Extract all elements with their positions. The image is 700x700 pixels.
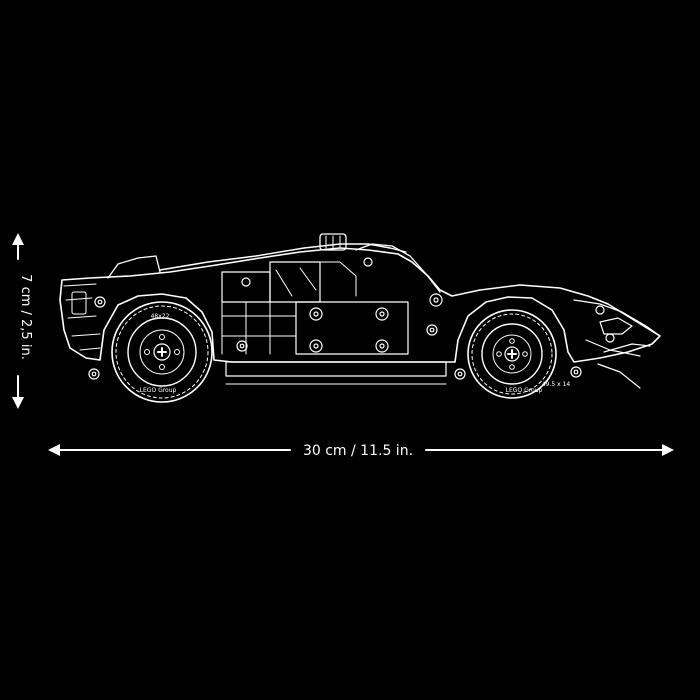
fuel-cap (319, 233, 347, 251)
height-arrow-down-head (12, 397, 24, 409)
front-nose (573, 299, 661, 389)
front-wheel: LEGO Group 49.5 x 14 (467, 309, 571, 399)
width-label: 30 cm / 11.5 in. (303, 443, 413, 459)
rear-tire-size: 48x22 (151, 313, 170, 320)
rear-lug-nuts (144, 334, 180, 370)
windshield (355, 243, 441, 293)
front-rim (481, 323, 543, 385)
height-dimension: 7 cm / 2,5 in. (12, 233, 33, 409)
width-arrow-left-head (48, 444, 60, 456)
height-arrow-up-head (12, 233, 24, 245)
front-rim-inner (492, 334, 532, 374)
front-tire-size: 49.5 x 14 (542, 381, 571, 388)
front-tire-brand: LEGO Group (506, 387, 543, 394)
front-hub-cross (507, 349, 517, 359)
rear-tire-tread (115, 305, 209, 399)
height-label: 7 cm / 2,5 in. (18, 274, 33, 360)
rear-panel-lines (63, 283, 101, 351)
width-dimension: 30 cm / 11.5 in. (48, 443, 674, 459)
car-body-outline (59, 247, 661, 363)
front-hub (504, 346, 520, 362)
front-tire-tread (471, 313, 553, 395)
rear-rim (127, 317, 197, 387)
rear-tire-outer (111, 301, 213, 403)
side-sill (225, 361, 447, 377)
front-lug-nuts (496, 338, 528, 370)
rear-wheel: 48x22 LEGO Group (111, 301, 213, 403)
body-pins (88, 257, 615, 380)
car-drawing: 48x22 LEGO Group LEGO Group 49.5 x 14 (59, 233, 661, 403)
cockpit-panel (295, 301, 409, 355)
frame-beams (221, 261, 357, 355)
roof-line (159, 243, 407, 271)
front-headlight (599, 317, 633, 335)
engine-block-2 (269, 261, 321, 303)
width-arrow-right-head (662, 444, 674, 456)
rear-light (71, 291, 87, 315)
rear-rim-inner (139, 329, 185, 375)
rear-hub-cross (157, 347, 167, 357)
rear-tire-brand: LEGO Group (140, 387, 177, 394)
engine-block (221, 271, 271, 303)
rear-deck (107, 255, 161, 279)
rear-hub (153, 343, 171, 361)
front-tire-outer (467, 309, 557, 399)
